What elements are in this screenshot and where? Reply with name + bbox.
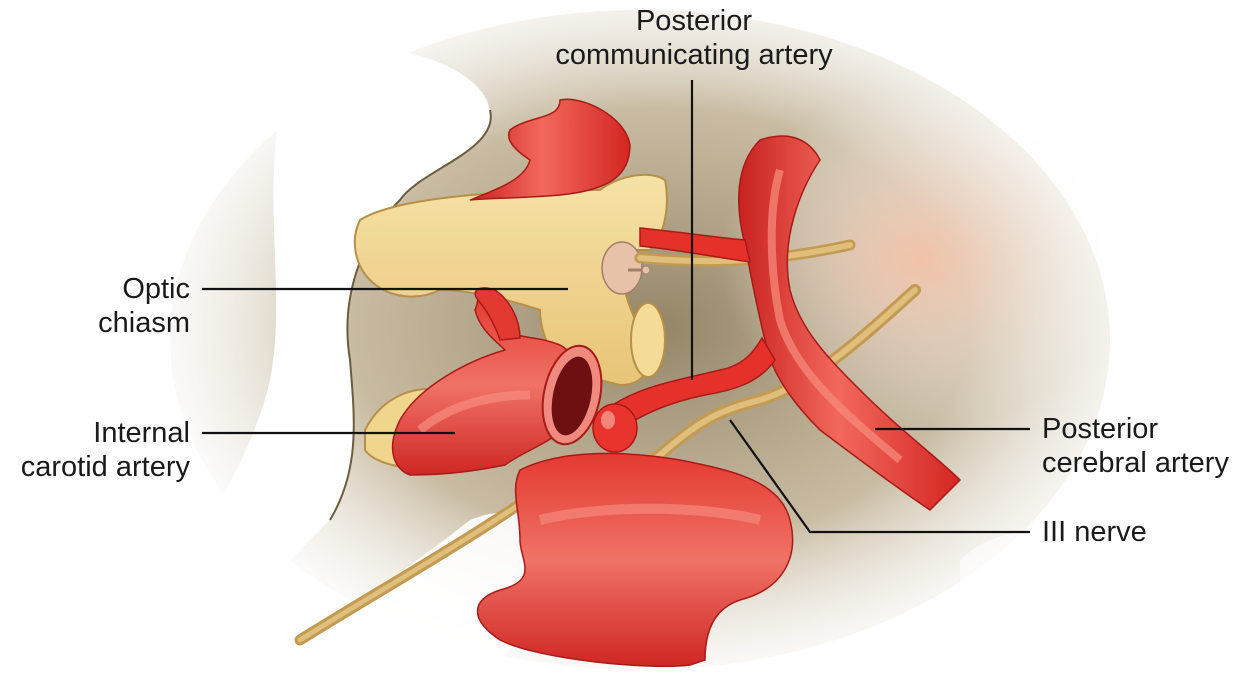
label-internal-carotid: Internal carotid artery (0, 416, 190, 484)
leader-lines (202, 80, 1030, 534)
label-ica-line1: Internal (93, 417, 190, 449)
anterior-artery-shape (469, 98, 631, 201)
label-optic-line1: Optic (122, 273, 190, 305)
label-pca-line1: Posterior (1042, 413, 1159, 445)
label-third-nerve: III nerve (1042, 515, 1222, 549)
label-ica-line2: carotid artery (20, 451, 190, 483)
ica-shape (391, 287, 603, 476)
label-posterior-cerebral: Posterior cerebral artery (1042, 412, 1252, 480)
nerve3-leader (729, 419, 1030, 534)
ica-loop-shape (476, 452, 794, 667)
label-pcom: Posterior communicating artery (536, 4, 852, 72)
label-pcom-line1: Posterior (635, 5, 753, 37)
pcom-shape (592, 227, 776, 453)
label-optic-chiasm: Optic chiasm (60, 272, 190, 340)
label-optic-line2: chiasm (98, 307, 190, 339)
label-pcom-line2: communicating artery (555, 39, 833, 71)
label-pca-line2: cerebral artery (1042, 447, 1229, 479)
label-nerve3-line1: III nerve (1042, 516, 1147, 548)
pca-shape (738, 135, 962, 511)
